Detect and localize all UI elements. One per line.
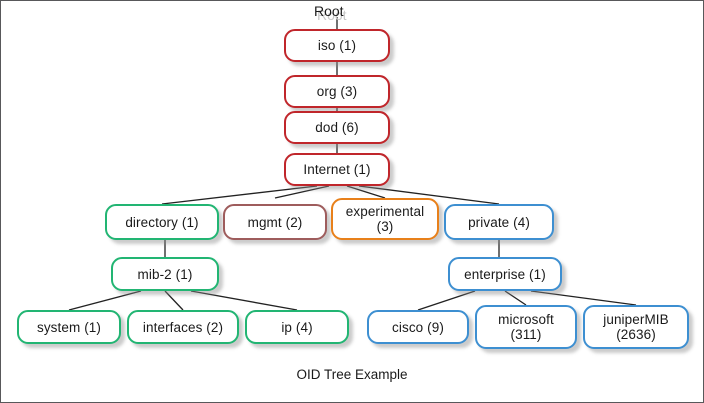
node-label-iso: iso (1) (317, 38, 357, 53)
node-microsoft[interactable]: microsoft (311) (475, 305, 577, 349)
node-label-microsoft: microsoft (311) (498, 312, 554, 342)
node-enterprise[interactable]: enterprise (1) (448, 257, 562, 291)
node-juniperMIB[interactable]: juniperMIB (2636) (583, 305, 689, 349)
root-label-text: Root (314, 3, 344, 19)
node-label-cisco: cisco (9) (392, 319, 444, 335)
node-mgmt[interactable]: mgmt (2) (223, 204, 327, 240)
node-label-private: private (4) (468, 214, 530, 230)
node-label-internet: Internet (1) (303, 162, 371, 177)
node-label-ip: ip (4) (281, 319, 313, 335)
node-internet[interactable]: Internet (1) (284, 153, 390, 186)
node-dod[interactable]: dod (6) (284, 111, 390, 144)
node-label-mgmt: mgmt (2) (247, 214, 303, 230)
edge-enterprise-to-cisco (417, 290, 476, 311)
node-cisco[interactable]: cisco (9) (367, 310, 469, 344)
node-label-directory: directory (1) (125, 214, 199, 230)
node-label-experimental: experimental (3) (345, 204, 425, 234)
node-private[interactable]: private (4) (444, 204, 554, 240)
node-mib2[interactable]: mib-2 (1) (111, 257, 219, 291)
edge-mib2-to-ip (190, 290, 298, 311)
edge-internet-to-experimental (346, 185, 386, 199)
node-label-org: org (3) (316, 84, 358, 99)
node-label-enterprise: enterprise (1) (464, 266, 546, 282)
node-org[interactable]: org (3) (284, 75, 390, 108)
edge-mib2-to-interfaces (164, 290, 184, 311)
node-directory[interactable]: directory (1) (105, 204, 219, 240)
root-label: Root Root (314, 3, 347, 23)
edge-internet-to-directory (161, 185, 318, 205)
node-iso[interactable]: iso (1) (284, 29, 390, 62)
diagram-caption: OID Tree Example (296, 367, 408, 382)
node-experimental[interactable]: experimental (3) (331, 198, 439, 240)
node-label-dod: dod (6) (315, 120, 359, 135)
node-ip[interactable]: ip (4) (245, 310, 349, 344)
edge-enterprise-to-microsoft (504, 290, 527, 306)
node-label-interfaces: interfaces (2) (142, 319, 224, 335)
node-system[interactable]: system (1) (17, 310, 121, 344)
edge-enterprise-to-juniperMIB (530, 290, 637, 306)
node-label-system: system (1) (36, 319, 101, 335)
node-interfaces[interactable]: interfaces (2) (127, 310, 239, 344)
node-label-juniperMIB: juniperMIB (2636) (603, 312, 669, 342)
edge-internet-to-mgmt (274, 185, 330, 199)
edge-mib2-to-system (68, 290, 142, 311)
node-label-mib2: mib-2 (1) (137, 266, 193, 282)
